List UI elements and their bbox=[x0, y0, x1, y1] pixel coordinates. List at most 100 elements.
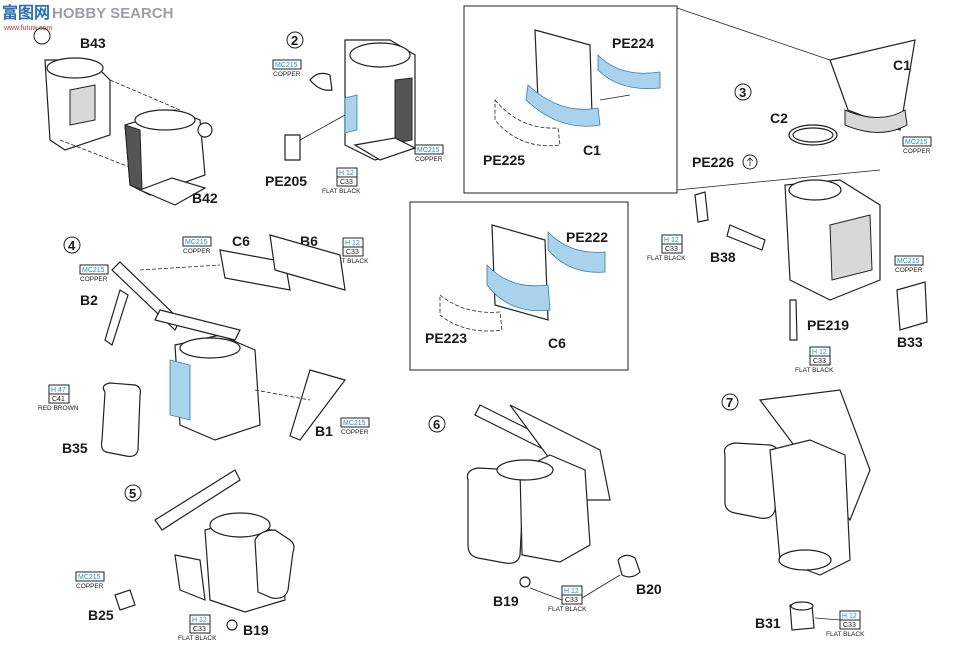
part-B43-ring bbox=[46, 57, 104, 79]
svg-text:C33: C33 bbox=[565, 597, 578, 604]
blue-plate-step4 bbox=[169, 359, 191, 421]
blue-PE224-piece bbox=[597, 54, 661, 89]
label-PE225: PE225 bbox=[483, 152, 525, 168]
step-6-marker bbox=[428, 415, 446, 433]
svg-text:C33: C33 bbox=[813, 358, 826, 365]
callout-c14-paint: H 12 C33 FLAT BLACK bbox=[178, 614, 217, 642]
svg-text:MC215: MC215 bbox=[905, 139, 928, 146]
label-B19b: B19 bbox=[493, 593, 519, 609]
svg-text:MC215: MC215 bbox=[897, 258, 920, 265]
callout-c8: MC215 COPPER bbox=[182, 236, 212, 255]
step-6-number: 6 bbox=[433, 417, 440, 432]
label-B25: B25 bbox=[88, 607, 114, 623]
step-2-group: 2 MC215 COPPER MC215 COPPER H 12 C33 FLA… bbox=[265, 31, 444, 195]
step-4-marker bbox=[63, 236, 81, 254]
callout-c3: H 12 C33 FLAT BLACK bbox=[322, 167, 361, 195]
svg-text:H 12: H 12 bbox=[564, 588, 579, 595]
callout-c12: H 47 C41 RED BROWN bbox=[38, 384, 79, 412]
blue-C6-piece bbox=[486, 263, 551, 312]
callout-c4: MC215 COPPER bbox=[902, 136, 932, 155]
watermark-cn: 富图网 bbox=[2, 3, 50, 22]
step-7-number: 7 bbox=[726, 395, 733, 410]
part-PE205-shape bbox=[284, 134, 301, 161]
watermark: 富图网 HOBBY SEARCH www.futuw.com bbox=[2, 3, 173, 32]
label-B35: B35 bbox=[62, 440, 88, 456]
step-3-number: 3 bbox=[739, 85, 746, 100]
label-B38: B38 bbox=[710, 249, 736, 265]
svg-text:MC215: MC215 bbox=[275, 62, 298, 69]
svg-text:FLAT BLACK: FLAT BLACK bbox=[330, 258, 369, 265]
step-5-number: 5 bbox=[129, 486, 136, 501]
svg-text:MC215: MC215 bbox=[82, 267, 105, 274]
callout-c17: H 12 C33 FLAT BLACK bbox=[826, 610, 865, 638]
panel-C6a bbox=[219, 249, 291, 291]
step-7-marker bbox=[721, 393, 739, 411]
label-C6b: C6 bbox=[548, 335, 566, 351]
callout-c15: H 12 C33 FLAT BLACK bbox=[548, 585, 587, 613]
blue-plate-step2 bbox=[344, 94, 358, 134]
blue-C1-piece bbox=[525, 84, 601, 127]
step-3-marker bbox=[734, 83, 752, 101]
rotate-arrow-icon bbox=[742, 154, 758, 170]
label-PE219: PE219 bbox=[807, 317, 849, 333]
pin-B38 bbox=[726, 224, 766, 251]
step-1-group: B43 B42 bbox=[33, 27, 218, 206]
watermark-url: www.futuw.com bbox=[3, 25, 52, 32]
step-7-group: 7 B31 H 12 C33 FLAT BLACK bbox=[721, 389, 871, 638]
label-PE224: PE224 bbox=[612, 35, 654, 51]
svg-text:FLAT BLACK: FLAT BLACK bbox=[826, 631, 865, 638]
cap-B20 bbox=[617, 554, 641, 578]
svg-text:C33: C33 bbox=[665, 246, 678, 253]
plate-C1b bbox=[829, 39, 916, 131]
svg-text:FLAT BLACK: FLAT BLACK bbox=[548, 606, 587, 613]
callout-c7: H 12 C33 FLAT BLACK bbox=[795, 346, 834, 374]
svg-text:C33: C33 bbox=[843, 622, 856, 629]
step-6-group: 6 B20 B19 H 12 C33 FLAT BLACK bbox=[428, 404, 662, 613]
svg-text:COPPER: COPPER bbox=[341, 429, 369, 436]
step-3-group: 3 C1 MC215 COPPER C2 PE226 B38 H 12 C33 … bbox=[647, 39, 932, 374]
svg-text:MC215: MC215 bbox=[185, 239, 208, 246]
svg-text:C41: C41 bbox=[52, 396, 65, 403]
label-B43: B43 bbox=[80, 35, 106, 51]
svg-text:H 47: H 47 bbox=[51, 387, 66, 394]
step-1-marker bbox=[33, 27, 51, 45]
label-B1: B1 bbox=[315, 423, 333, 439]
callout-c2: MC215 COPPER bbox=[414, 144, 444, 163]
block-step6 bbox=[466, 467, 525, 564]
svg-text:COPPER: COPPER bbox=[895, 267, 923, 274]
svg-text:MC215: MC215 bbox=[343, 420, 366, 427]
label-C1a: C1 bbox=[583, 142, 601, 158]
block-B35 bbox=[100, 382, 142, 457]
callout-c10: H 12 C33 FLAT BLACK bbox=[330, 237, 369, 265]
panel-B6 bbox=[269, 234, 346, 291]
svg-text:H 12: H 12 bbox=[192, 617, 207, 624]
callout-c13: MC215 COPPER bbox=[75, 571, 105, 590]
bracket-B33 bbox=[896, 281, 928, 331]
svg-text:COPPER: COPPER bbox=[415, 156, 443, 163]
label-PE226: PE226 bbox=[692, 154, 734, 170]
arm-B1 bbox=[289, 369, 347, 441]
label-B31: B31 bbox=[755, 615, 781, 631]
label-B20: B20 bbox=[636, 581, 662, 597]
svg-text:C33: C33 bbox=[340, 179, 353, 186]
label-PE205: PE205 bbox=[265, 173, 307, 189]
step-5-group: 5 MC215 COPPER B25 H 12 C33 FLAT BLACK B… bbox=[75, 469, 295, 642]
svg-text:COPPER: COPPER bbox=[80, 276, 108, 283]
svg-text:FLAT BLACK: FLAT BLACK bbox=[647, 255, 686, 262]
callout-c11: MC215 COPPER bbox=[340, 417, 370, 436]
step-2-number: 2 bbox=[291, 33, 298, 48]
svg-text:H 12: H 12 bbox=[345, 240, 360, 247]
svg-text:RED BROWN: RED BROWN bbox=[38, 405, 79, 412]
svg-text:C33: C33 bbox=[193, 626, 206, 633]
blue-PE222-piece bbox=[547, 231, 606, 273]
svg-text:COPPER: COPPER bbox=[76, 583, 104, 590]
callout-c6: MC215 COPPER bbox=[894, 255, 924, 274]
svg-text:MC215: MC215 bbox=[78, 574, 101, 581]
step-4-number: 4 bbox=[68, 238, 76, 253]
step-5-marker bbox=[124, 484, 142, 502]
svg-text:COPPER: COPPER bbox=[903, 148, 931, 155]
part-B43-inner bbox=[69, 84, 96, 126]
watermark-brand: HOBBY SEARCH bbox=[52, 5, 173, 22]
svg-text:FLAT BLACK: FLAT BLACK bbox=[178, 635, 217, 642]
svg-text:COPPER: COPPER bbox=[183, 248, 211, 255]
